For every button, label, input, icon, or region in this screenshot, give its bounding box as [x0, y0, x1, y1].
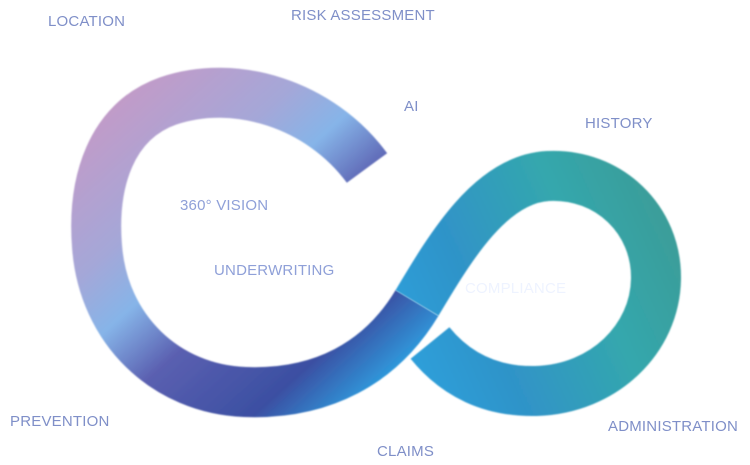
history-label: HISTORY [585, 115, 653, 132]
vision-label: 360° VISION [180, 197, 269, 214]
ai-label: AI [404, 98, 419, 115]
infinity-left-loop [71, 67, 439, 418]
compliance-label: COMPLIANCE [465, 280, 567, 297]
prevention-label: PREVENTION [10, 413, 110, 430]
location-label: LOCATION [48, 13, 126, 30]
claims-label: CLAIMS [377, 443, 435, 460]
administration-label: ADMINISTRATION [608, 418, 739, 435]
underwriting-label: UNDERWRITING [214, 262, 335, 279]
risk-assessment-label: RISK ASSESSMENT [291, 7, 435, 24]
infinity-right-loop [395, 150, 681, 417]
